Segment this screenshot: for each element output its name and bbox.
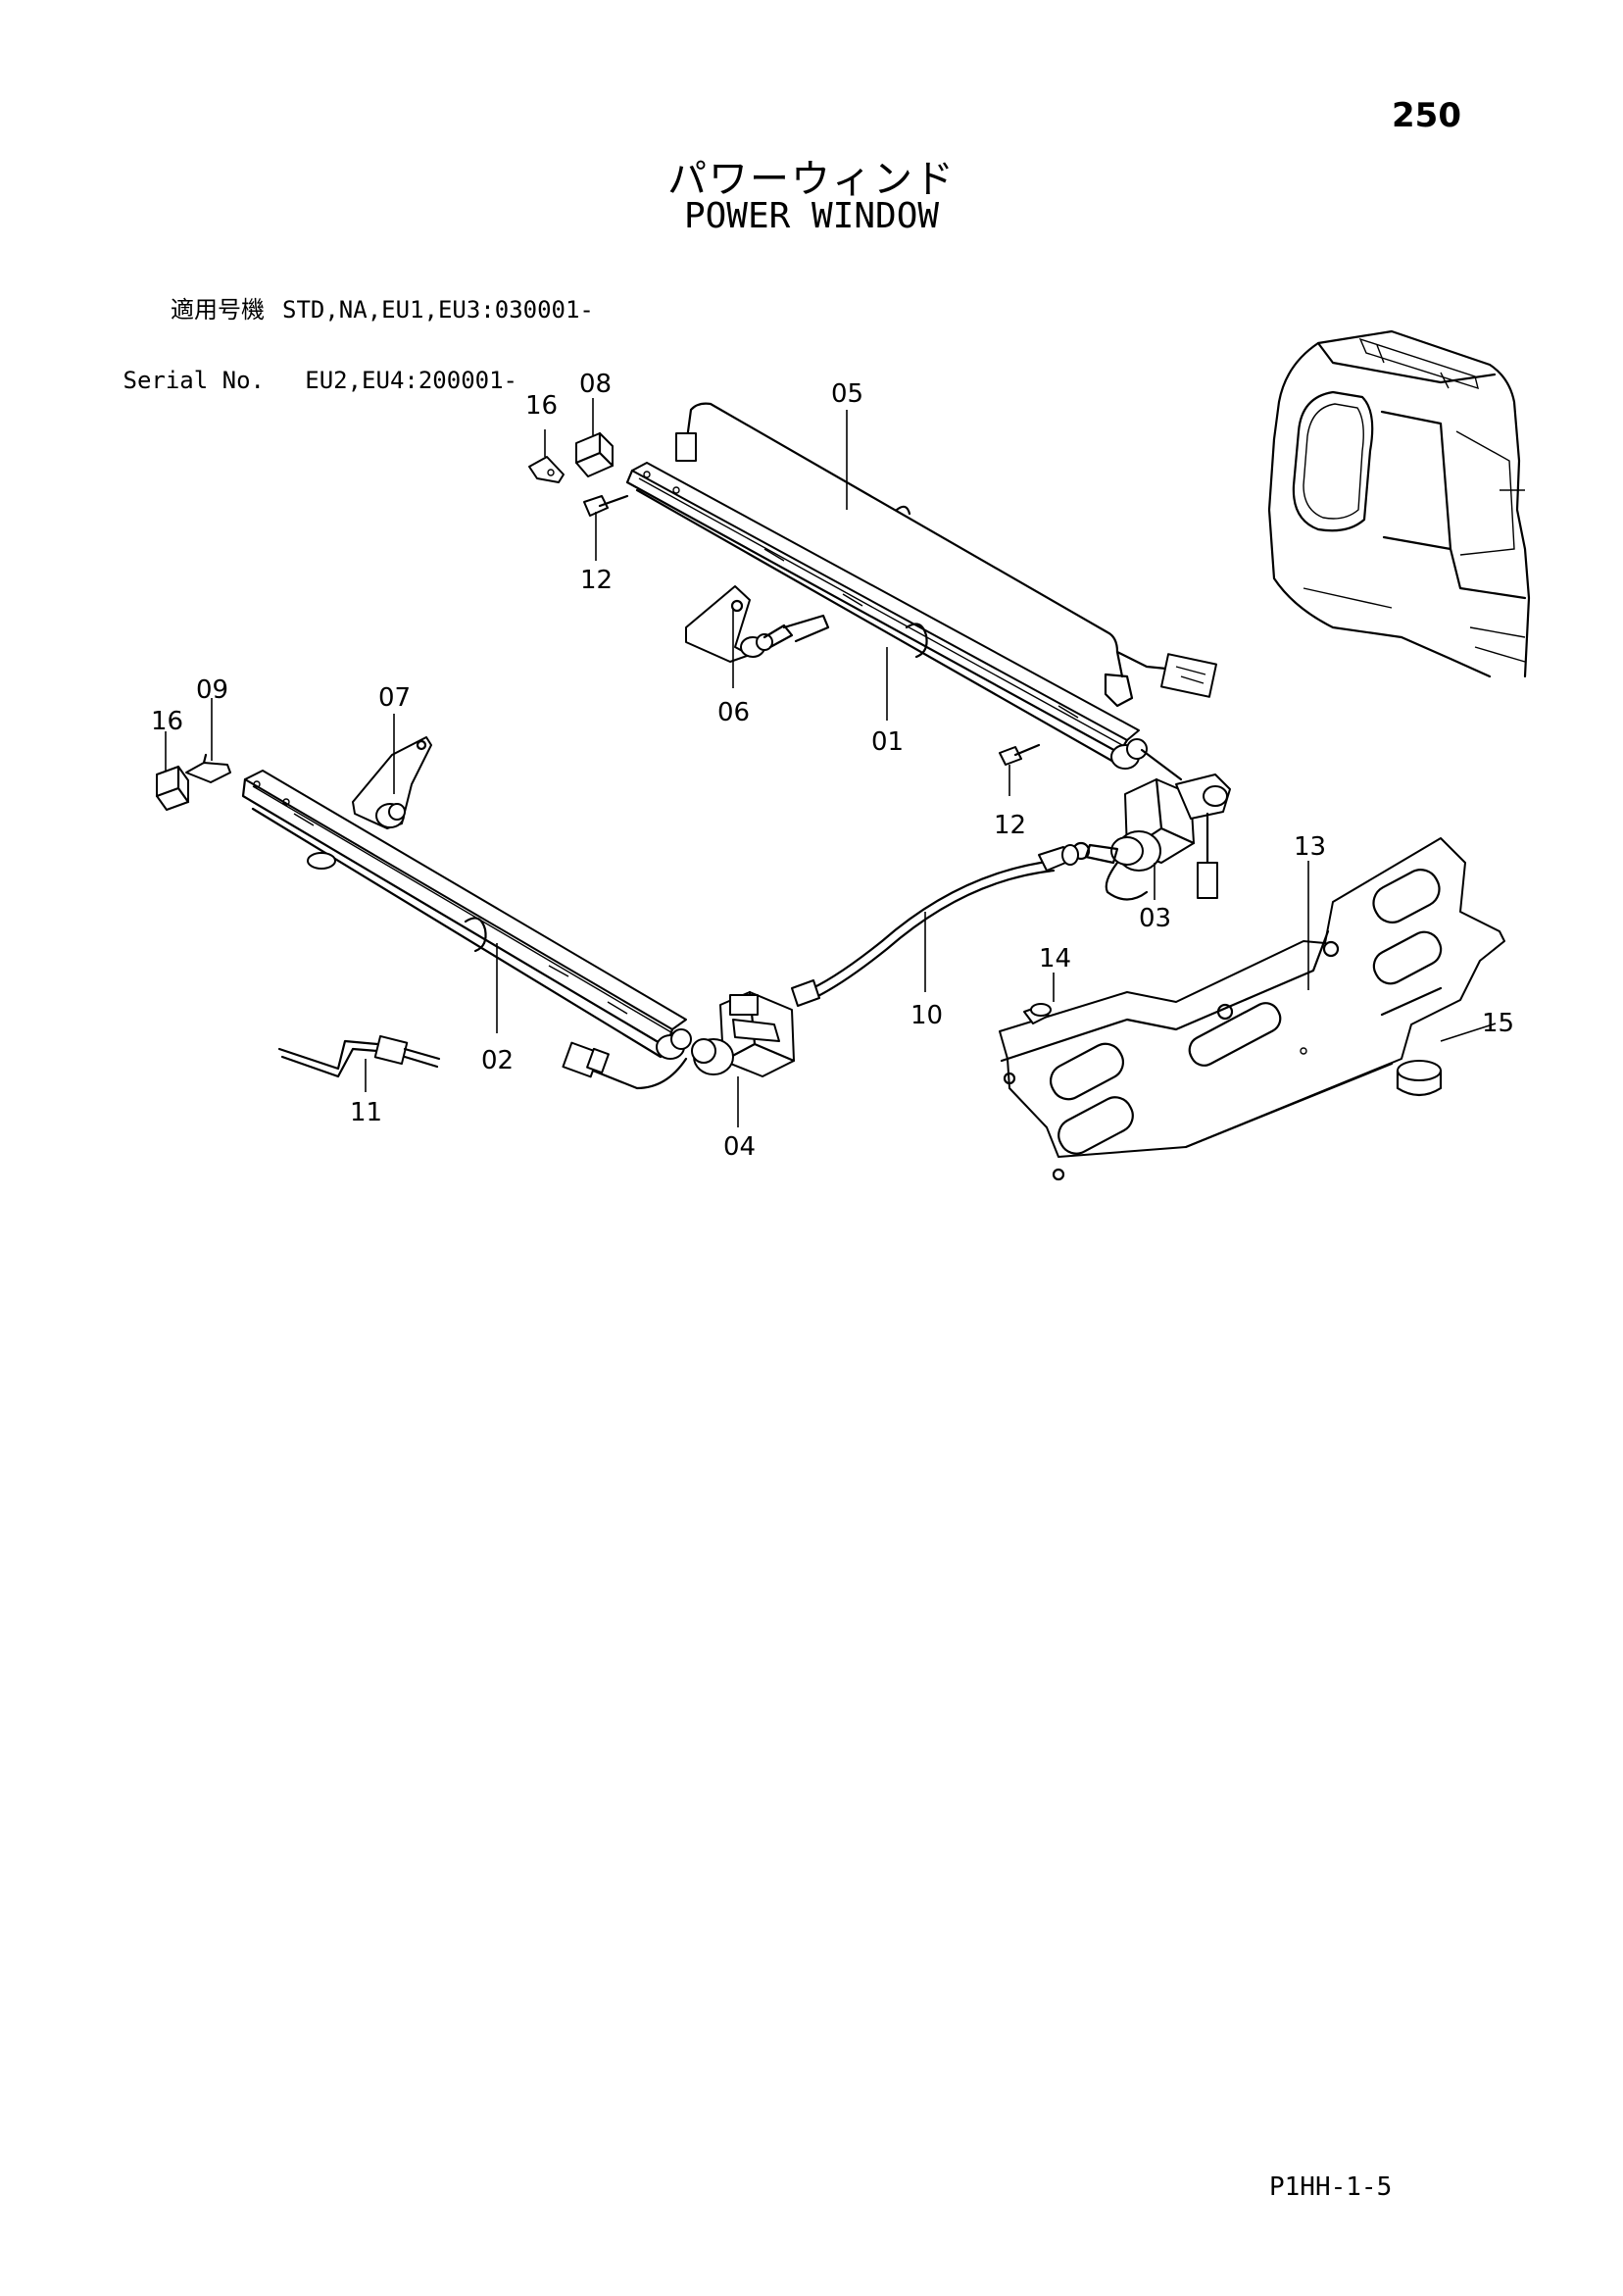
callout-16-left: 16 xyxy=(151,707,183,736)
callouts: 16 08 05 12 06 01 09 16 07 12 03 13 14 1… xyxy=(151,370,1514,1162)
callout-15: 15 xyxy=(1482,1009,1514,1038)
callout-13: 13 xyxy=(1294,832,1326,862)
bolt-12-upper xyxy=(583,494,629,517)
bracket-07 xyxy=(352,736,432,829)
footer-code: P1HH-1-5 xyxy=(1269,2172,1393,2202)
part-16-left xyxy=(155,765,190,811)
callout-12-upper: 12 xyxy=(580,566,613,595)
callout-16-upper: 16 xyxy=(525,391,558,421)
callout-05: 05 xyxy=(831,379,863,409)
page-title-japanese: パワーウィンド xyxy=(667,157,956,202)
rail-01 xyxy=(625,462,1148,770)
serial-label-japanese: 適用号機 xyxy=(171,296,265,324)
callout-12-lower: 12 xyxy=(994,811,1026,840)
serial-line-1: STD,NA,EU1,EU3:030001- xyxy=(282,296,594,324)
callout-04: 04 xyxy=(723,1132,756,1162)
part-08 xyxy=(574,431,615,477)
callout-10: 10 xyxy=(910,1001,943,1030)
part-09 xyxy=(185,753,231,783)
callout-03: 03 xyxy=(1139,904,1171,933)
harness-05 xyxy=(675,402,1217,708)
callout-09: 09 xyxy=(196,675,228,705)
motor-03 xyxy=(1071,748,1231,901)
callout-01: 01 xyxy=(871,727,904,757)
cab-inset xyxy=(1267,329,1531,678)
cable-10 xyxy=(791,844,1079,1007)
serial-line-2: EU2,EU4:200001- xyxy=(305,367,517,394)
callout-08: 08 xyxy=(579,370,612,399)
callout-07: 07 xyxy=(378,683,411,713)
callout-02: 02 xyxy=(481,1046,514,1075)
callout-11: 11 xyxy=(350,1098,382,1127)
page-number: 250 xyxy=(1392,96,1461,135)
bracket-13 xyxy=(999,837,1505,1181)
serial-label: Serial No. xyxy=(123,367,266,394)
serial-info: 適用号機 STD,NA,EU1,EU3:030001- Serial No. EU2… xyxy=(113,251,594,416)
callout-14: 14 xyxy=(1039,944,1071,973)
leader-lines xyxy=(165,398,1497,1127)
bracket-06 xyxy=(685,585,830,663)
part-14 xyxy=(1023,1003,1052,1024)
motor-04 xyxy=(562,990,796,1090)
rail-02 xyxy=(241,770,692,1060)
bolt-12-lower xyxy=(999,743,1041,766)
part-16-upper xyxy=(528,456,565,483)
page-title: POWER WINDOW xyxy=(683,196,940,236)
callout-06: 06 xyxy=(717,698,750,727)
part-15 xyxy=(1396,1060,1443,1097)
crank-handle-11 xyxy=(277,1034,441,1078)
